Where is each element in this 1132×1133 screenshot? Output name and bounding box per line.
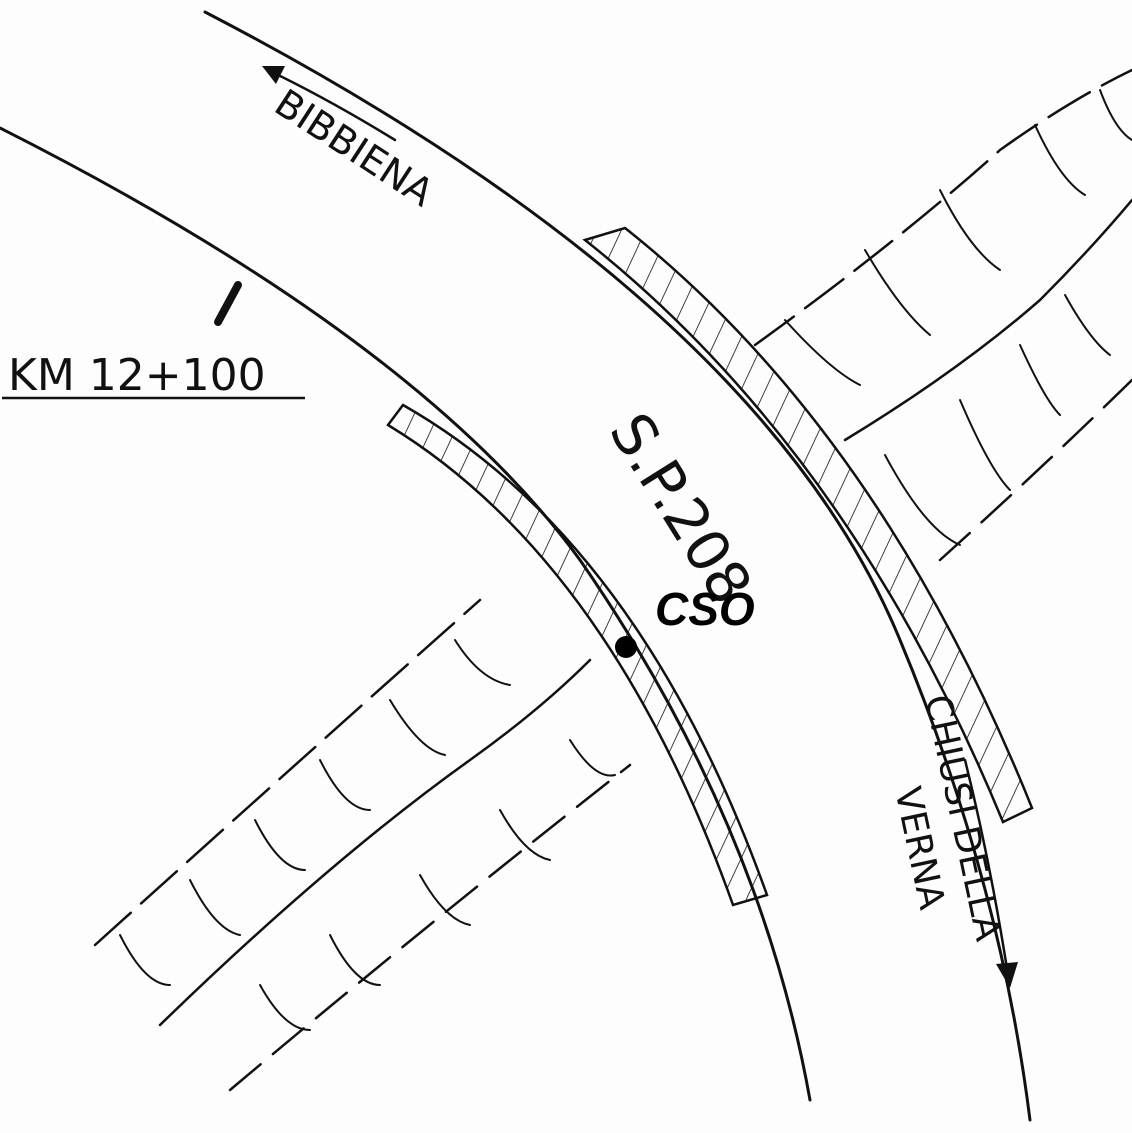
km-label: KM 12+100: [8, 350, 266, 401]
river-lower-left: [93, 598, 632, 1092]
cso-point: [615, 636, 637, 658]
river-upper-right: [753, 68, 1132, 562]
road-outer-edge: [203, 10, 1032, 1122]
arrow-chiusi: [963, 758, 1018, 988]
bridge-parapet-right: [582, 226, 1034, 824]
cso-label: CSO: [655, 583, 755, 635]
arrow-bibbiena: [262, 66, 397, 142]
km-post: [214, 281, 242, 326]
bibbiena-label: BIBBIENA: [267, 81, 441, 215]
bridge-parapet-left: [386, 403, 769, 907]
